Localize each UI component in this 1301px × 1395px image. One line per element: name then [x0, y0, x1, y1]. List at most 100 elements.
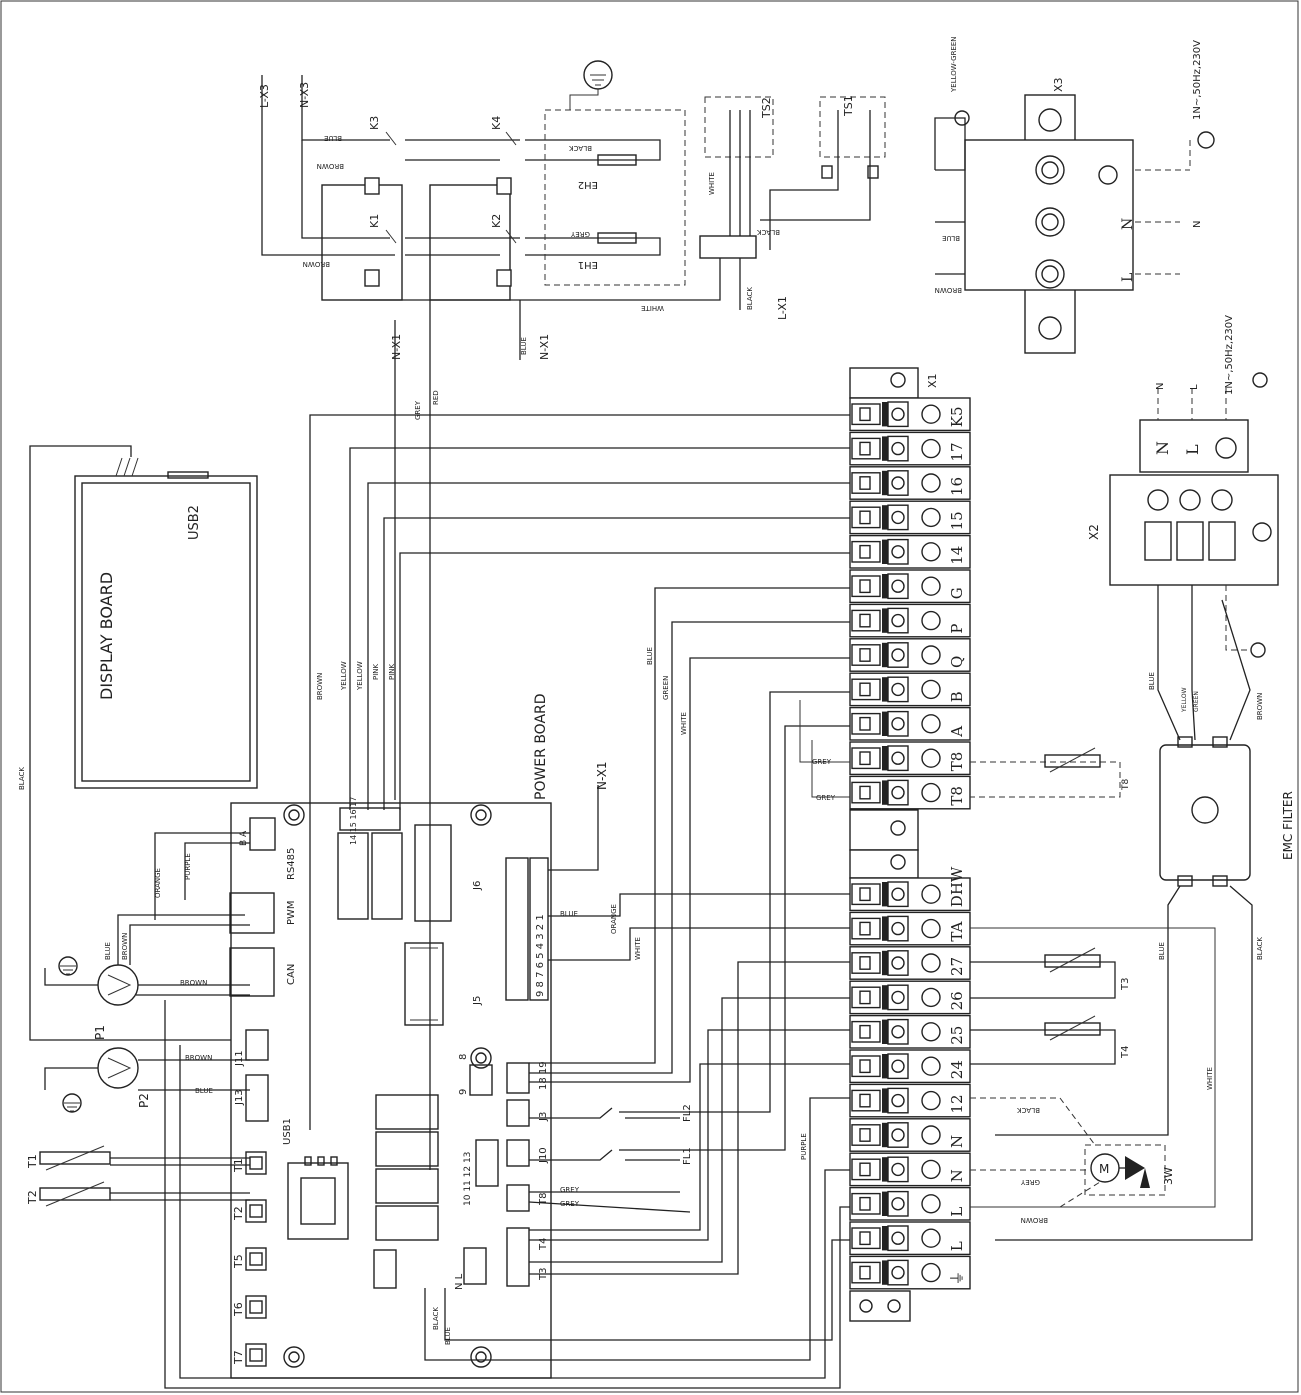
sensor-port-label: T7	[232, 1350, 245, 1365]
x1-terminal-label: 17	[948, 443, 966, 462]
terminal-x2: N L X2 N L 1N~,50Hz,230V BLUE YELLOW GRE…	[1087, 315, 1279, 741]
j8-label: 8	[458, 1054, 469, 1060]
x1-terminal-upper-8: B	[849, 672, 971, 707]
sensor-t1: T1	[26, 1145, 250, 1171]
x1-terminal-lower-9: L	[849, 1186, 971, 1221]
x1-terminal-label: N	[948, 1169, 966, 1182]
wire-label-grey-x1t8b: GREY	[816, 794, 836, 802]
wire-label-white-emc: WHITE	[1206, 1067, 1214, 1090]
x1-terminal-upper-9: A	[849, 706, 971, 741]
x3-label: X3	[1052, 77, 1065, 92]
wire-label-black-ts: BLACK	[757, 228, 780, 236]
wire-label-brown-p1: BROWN	[121, 933, 129, 960]
pump-p2-label: P2	[137, 1093, 151, 1108]
wire-label-brown-x2: BROWN	[1256, 693, 1264, 720]
terminal-x3: X3 N L 1N~,50Hz,230V N YELLOW-GREEN BLUE…	[934, 36, 1215, 354]
nl-port-label: N L	[454, 1273, 465, 1290]
wire-label-white-bottom: WHITE	[641, 304, 664, 312]
x1-terminal-lower-2: 27	[849, 946, 971, 980]
wire-label-black-x1: BLACK	[746, 287, 754, 310]
x3-supply: 1N~,50Hz,230V	[1192, 40, 1203, 120]
x1-wiring: N-X1 FL2 FL1 BROWN YELLOW YELLOW PINK PI…	[164, 414, 850, 1389]
relay-k1: K1	[368, 214, 381, 228]
x2-feed-l: L	[1189, 384, 1200, 390]
wire-label-orange-dhw: ORANGE	[610, 904, 618, 934]
x1-terminal-upper-4: 14	[849, 534, 971, 569]
three-way-valve: M 3W BLACK GREY BROWN	[970, 1097, 1175, 1224]
wire-label-brown-can: BROWN	[180, 979, 207, 987]
wire-label-white-ts: WHITE	[708, 172, 716, 195]
feed-l-x3: L-X3	[258, 84, 271, 108]
j11-label: J11	[234, 1050, 245, 1067]
wire-label-brown-valve: BROWN	[1021, 1216, 1048, 1224]
wire-label-pink-b: PINK	[388, 663, 396, 680]
x1-terminal-label: ⏚	[948, 1271, 966, 1286]
wire-label-blue-p1: BLUE	[104, 942, 112, 960]
wire-label-pink-a: PINK	[372, 663, 380, 680]
feed-n-x1-board: N-X1	[595, 761, 609, 790]
emc-filter: EMC FILTER BLUE BLACK WHITE	[995, 736, 1295, 1241]
wire-label-blue-g: BLUE	[646, 647, 654, 665]
x1-terminal-label: Q	[948, 656, 966, 668]
x1-terminal-upper-3: 15	[849, 500, 971, 535]
display-board: DISPLAY BOARD USB2	[74, 457, 258, 789]
j9-label: 9	[458, 1089, 469, 1095]
thermostat-ts2: TS2	[760, 97, 773, 119]
wire-label-purple-12: PURPLE	[800, 1133, 808, 1160]
x2-feed-n: N	[1155, 383, 1166, 390]
pump-p2: P2	[44, 1047, 250, 1113]
ta-white-wire	[970, 927, 1216, 1208]
x1-label: X1	[926, 373, 939, 388]
wire-label-black-eh2: BLACK	[569, 144, 592, 152]
x1-terminal-label: A	[948, 726, 966, 738]
wire-label-grey-x1t8a: GREY	[812, 758, 832, 766]
x1-terminal-upper-6: P	[849, 603, 971, 638]
wire-label-blue-nl: BLUE	[444, 1327, 452, 1345]
relay-k3: K3	[368, 116, 381, 130]
x2-pin-n: N	[1153, 441, 1172, 455]
pump-p1: P1	[44, 914, 250, 1040]
x1-terminal-upper-0: K5	[849, 397, 971, 432]
x1-terminal-label: 12	[948, 1095, 966, 1114]
wire-label-blue-p2: BLUE	[195, 1087, 213, 1095]
power-board-title: POWER BOARD	[533, 693, 549, 800]
wire-label-green-p: GREEN	[662, 676, 670, 700]
j13-label: J13	[234, 1089, 245, 1106]
rs485-wires	[154, 832, 250, 920]
wire-label-grey-t8a: GREY	[560, 1186, 580, 1194]
x1-terminal-label: G	[948, 587, 966, 599]
feed-n-x1-a: N-X1	[390, 334, 403, 360]
x1-terminal-label: 26	[948, 991, 966, 1010]
wire-label-grey-t8b: GREY	[560, 1200, 580, 1208]
j6-label: J6	[472, 881, 483, 891]
sensor-t2-label: T2	[26, 1190, 39, 1205]
sensor-port-t2: T2	[232, 1199, 267, 1223]
j3-label: J3	[538, 1112, 549, 1122]
x1-terminal-label: K5	[948, 406, 966, 427]
p1819-label: 18 19	[538, 1061, 549, 1090]
x1-terminal-label: TA	[948, 921, 966, 941]
x1-terminal-label: 27	[948, 957, 966, 976]
wire-label-blue-k3: BLUE	[324, 134, 342, 142]
j5-label: J5	[472, 996, 483, 1006]
flow-fl1: FL1	[682, 1147, 693, 1165]
x1-terminal-label: P	[948, 624, 966, 634]
thermostat-ts1: TS1	[842, 95, 855, 117]
sensor-t8-label: T8	[1121, 779, 1131, 791]
wire-label-yellow-green: YELLOW-GREEN	[950, 36, 958, 93]
x1-terminal-label: DHW	[948, 866, 966, 907]
relay-feed-wires	[394, 300, 431, 1170]
sensor-t2: T2	[26, 1181, 250, 1207]
wire-label-black-valve: BLACK	[1017, 1106, 1040, 1114]
wire-label-grey-eh1: GREY	[570, 230, 590, 238]
wire-label-blue-x2: BLUE	[1148, 672, 1156, 690]
wire-label-brown-x3: BROWN	[935, 286, 962, 294]
power-board: POWER BOARD J5 J6 9 8 7 6 5 4 3 2 1 14 1…	[229, 693, 552, 1379]
p1013-label: 10 11 12 13	[463, 1152, 473, 1206]
display-cable	[29, 445, 250, 1041]
x3-feed-n: N	[1192, 221, 1203, 228]
x1-terminal-lower-8: N	[849, 1152, 971, 1187]
relay-k4: K4	[490, 116, 503, 130]
t4-port-label: T4	[538, 1238, 549, 1251]
